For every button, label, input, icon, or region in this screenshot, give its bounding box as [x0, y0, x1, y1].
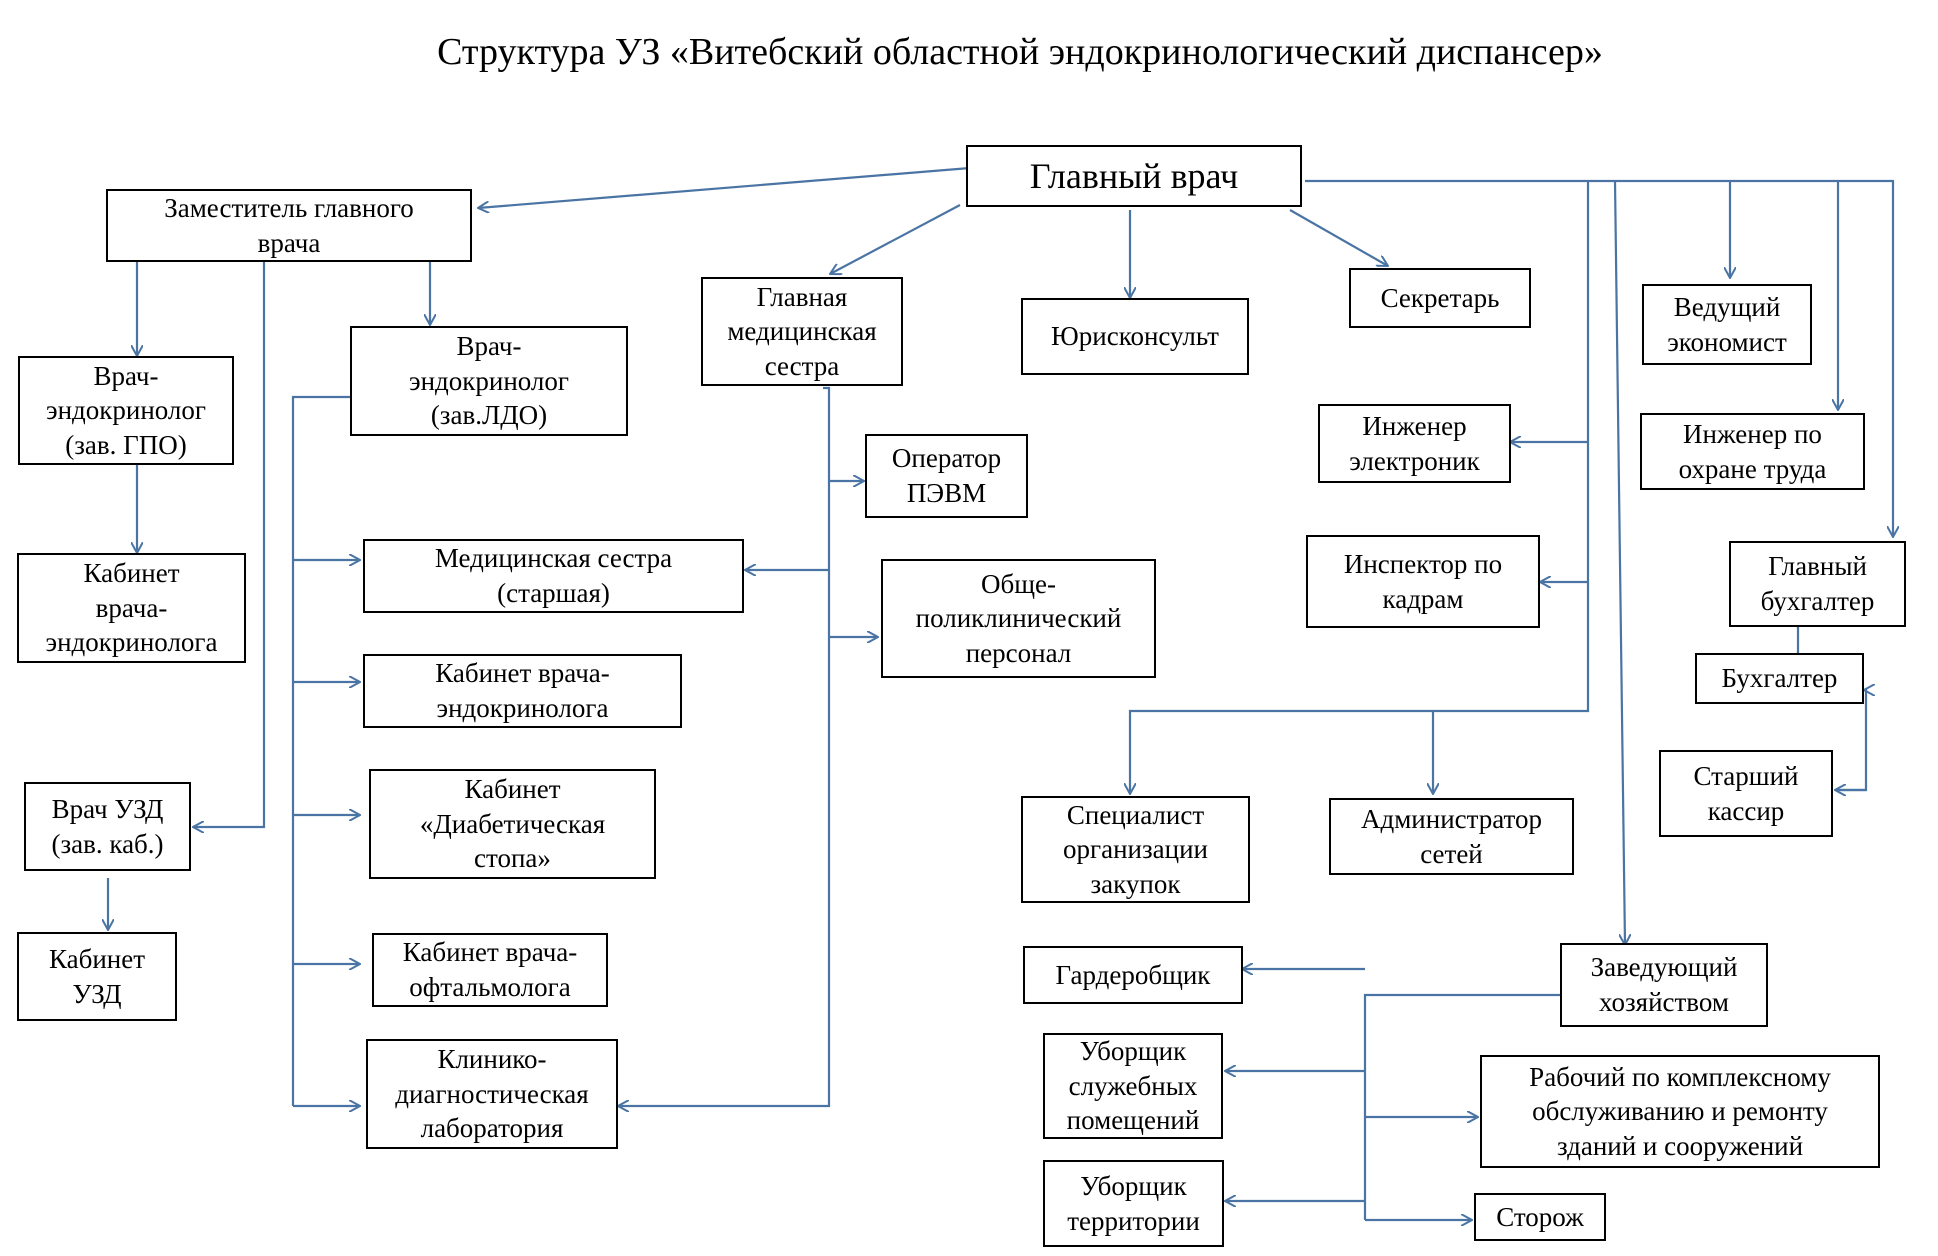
box-lawyer: Юрисконсульт — [1021, 298, 1249, 375]
box-cabinet-endo-gpo: Кабинет врача- эндокринолога — [17, 553, 246, 663]
box-cleaner-yard: Уборщик территории — [1043, 1160, 1224, 1247]
box-watchman: Сторож — [1474, 1193, 1606, 1241]
link-chief-secretary — [1289, 209, 1388, 266]
box-procurement: Специалист организации закупок — [1021, 796, 1250, 903]
box-cloakroom: Гардеробщик — [1023, 946, 1243, 1004]
link-household-bus — [1363, 993, 1560, 1220]
link-bus-procurement — [1130, 181, 1590, 794]
box-chief-accountant: Главный бухгалтер — [1729, 541, 1906, 627]
box-endo-gpo: Врач- эндокринолог (зав. ГПО) — [18, 356, 234, 465]
link-deputy-uzd — [193, 262, 266, 827]
link-chief-deputy — [478, 166, 971, 208]
box-senior-cashier: Старший кассир — [1659, 750, 1833, 837]
box-deputy: Заместитель главного врача — [106, 189, 472, 262]
box-operator: Оператор ПЭВМ — [865, 434, 1028, 518]
box-endo-ldo: Врач- эндокринолог (зав.ЛДО) — [350, 326, 628, 436]
box-household-manager: Заведующий хозяйством — [1560, 943, 1768, 1027]
box-economist: Ведущий экономист — [1642, 284, 1812, 365]
link-headnurse-bus — [618, 386, 831, 1106]
box-lab: Клинико- диагностическая лаборатория — [366, 1039, 618, 1149]
link-ldo-bus — [291, 395, 350, 1106]
box-cabinet-endo-ldo: Кабинет врача- эндокринолога — [363, 654, 682, 728]
box-accountant: Бухгалтер — [1695, 653, 1864, 704]
box-engineer-electronics: Инженер электроник — [1318, 404, 1511, 483]
box-secretary: Секретарь — [1349, 268, 1531, 328]
link-chief-bus — [1305, 179, 1893, 537]
box-cabinet-foot: Кабинет «Диабетическая стопа» — [369, 769, 656, 879]
box-labor-safety: Инженер по охране труда — [1640, 413, 1865, 490]
box-general-staff: Обще- поликлинический персонал — [881, 559, 1156, 678]
box-cleaner-office: Уборщик служебных помещений — [1043, 1033, 1223, 1139]
box-repair-worker: Рабочий по комплексному обслуживанию и р… — [1480, 1055, 1880, 1168]
box-senior-nurse: Медицинская сестра (старшая) — [363, 539, 744, 613]
link-chief-household — [1613, 180, 1625, 945]
link-chief-head-nurse — [830, 204, 961, 274]
box-cabinet-ophth: Кабинет врача- офтальмолога — [372, 933, 608, 1007]
box-network-admin: Администратор сетей — [1329, 798, 1574, 875]
box-head-nurse: Главная медицинская сестра — [701, 277, 903, 386]
box-cabinet-uzd: Кабинет УЗД — [17, 932, 177, 1021]
box-chief-doctor: Главный врач — [966, 145, 1302, 207]
box-uzd-doctor: Врач УЗД (зав. каб.) — [24, 782, 191, 871]
chart-title: Структура УЗ «Витебский областной эндокр… — [437, 31, 1603, 73]
box-hr-inspector: Инспектор по кадрам — [1306, 535, 1540, 628]
